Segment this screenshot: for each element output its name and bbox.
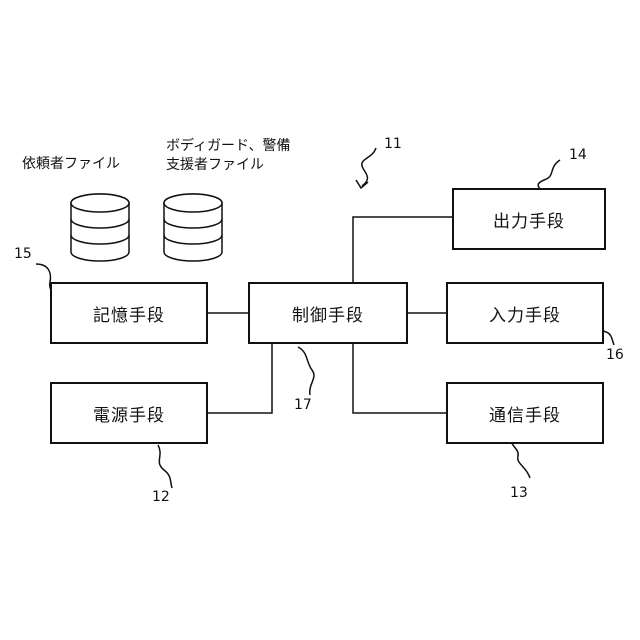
ref-comm: 13 [510,485,528,501]
input-means-box: 入力手段 [446,282,604,344]
ref-memory: 15 [14,246,32,262]
ref-control: 17 [294,397,312,413]
client-file-label: 依頼者ファイル [22,155,120,173]
output-means-box: 出力手段 [452,188,606,250]
power-means-box: 電源手段 [50,382,208,444]
memory-means-box: 記憶手段 [50,282,208,344]
leader-system [362,148,376,186]
link-control-output [353,217,452,282]
leader-control [298,347,314,395]
control-means-box: 制御手段 [248,282,408,344]
guard-file-label-line2: 支援者ファイル [166,156,264,174]
link-control-power [208,344,272,413]
guard-database-icon [164,194,222,261]
guard-file-label-line1: ボディガード、警備 [166,137,290,155]
ref-output: 14 [569,147,587,163]
ref-system: 11 [384,136,402,152]
client-database-icon [71,194,129,261]
ref-input: 16 [606,347,624,363]
comm-means-box: 通信手段 [446,382,604,444]
ref-power: 12 [152,489,170,505]
link-control-comm [353,344,446,413]
leader-power [158,445,172,488]
